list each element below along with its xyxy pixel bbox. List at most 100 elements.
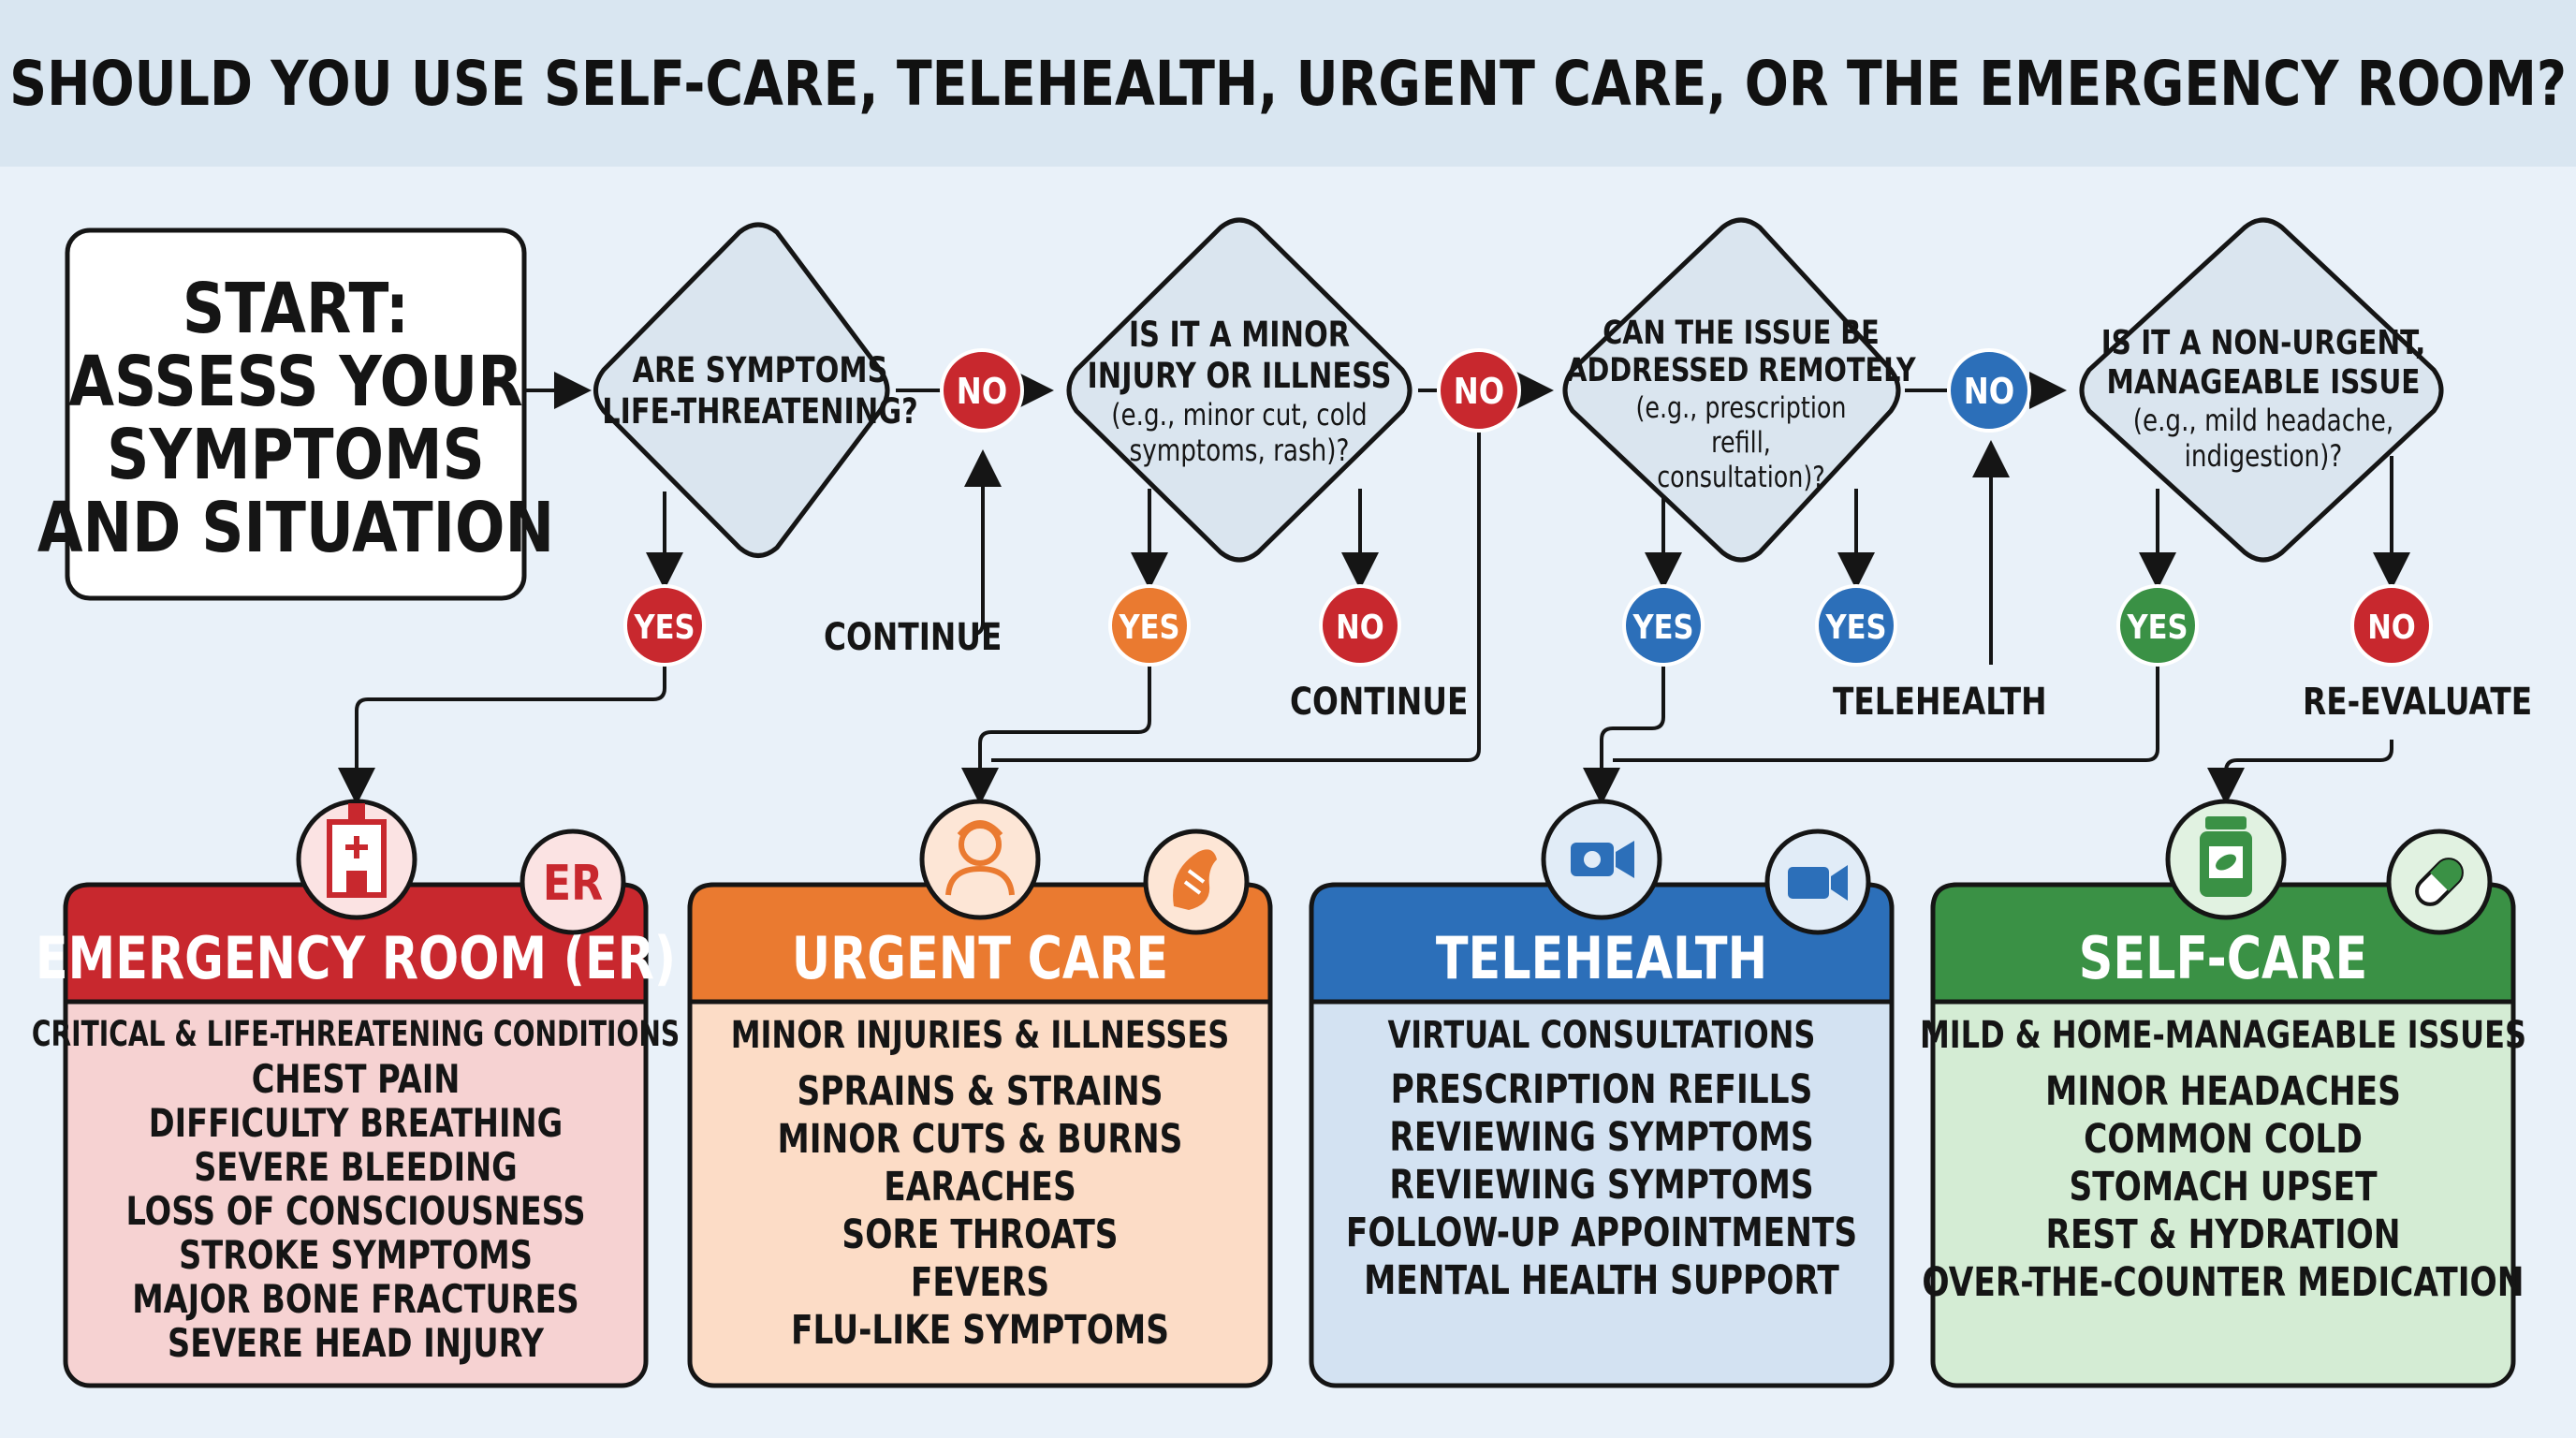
title-bar: SHOULD YOU USE SELF-CARE, TELEHEALTH, UR… [0,0,2576,167]
arrow-yes1-to-er [338,662,666,805]
urgent-item: FEVERS [911,1259,1049,1306]
decision-4-line-4: indigestion)? [2185,438,2343,473]
video-camera-icon [1541,799,1662,920]
svg-text:NO: NO [2367,608,2416,647]
urgent-item: FLU-LIKE SYMPTOMS [791,1307,1169,1354]
start-line-2: ASSESS YOUR [68,342,522,422]
outcome-card-er: EMERGENCY ROOM (ER) CRITICAL & LIFE-THRE… [32,799,680,1388]
nurse-icon [919,799,1041,920]
decision-3-line-5: consultation)? [1657,461,1825,494]
urgent-subheading: MINOR INJURIES & ILLNESSES [731,1012,1230,1056]
decision-2-line-2: INJURY OR ILLNESS [1088,356,1392,396]
start-line-1: START: [183,269,409,349]
er-item: STROKE SYMPTOMS [179,1232,533,1278]
telehealth-heading: TELEHEALTH [1436,925,1767,992]
svg-text:YES: YES [634,608,695,647]
selfcare-heading: SELF-CARE [2079,925,2368,992]
urgent-item: SORE THROATS [842,1211,1118,1258]
no-badge: NO [1319,584,1401,667]
continue-label: CONTINUE [1290,680,1468,724]
er-badge: ER [520,829,626,935]
arrow-reevaluate-to-selfcare [2207,740,2393,805]
svg-text:NO: NO [1454,372,1504,413]
video-camera-icon [1764,829,1871,935]
telehealth-item: PRESCRIPTION REFILLS [1391,1066,1813,1113]
decision-remote: CAN THE ISSUE BE ADDRESSED REMOTELY (e.g… [1562,217,1916,563]
decision-2-line-4: symptoms, rash)? [1130,433,1350,467]
no-badge: NO [1437,348,1521,433]
yes-badge: YES [1622,584,1705,667]
no-badge: NO [1947,348,2031,433]
decision-4-line-1: IS IT A NON-URGENT, [2101,322,2426,362]
outcome-card-telehealth: TELEHEALTH VIRTUAL CONSULTATIONS PRESCRI… [1309,799,1895,1388]
er-heading: EMERGENCY ROOM (ER) [36,925,676,992]
no-badge: NO [940,348,1024,433]
svg-text:YES: YES [1632,608,1694,647]
yes-badge: YES [623,584,706,667]
selfcare-item: OVER-THE-COUNTER MEDICATION [1922,1259,2524,1306]
svg-text:YES: YES [2127,608,2188,647]
decision-4-line-3: (e.g., mild headache, [2133,403,2394,437]
er-item: MAJOR BONE FRACTURES [132,1276,579,1322]
start-line-4: AND SITUATION [37,488,554,568]
arrow-continue-up [964,449,1002,636]
telehealth-item: MENTAL HEALTH SUPPORT [1364,1257,1839,1304]
badges: NO NO NO YES YES NO [623,348,2433,667]
er-item: SEVERE BLEEDING [194,1144,517,1190]
selfcare-item: REST & HYDRATION [2045,1211,2400,1258]
selfcare-item: COMMON COLD [2084,1116,2363,1163]
decision-3-line-4: refill, [1711,426,1771,460]
hospital-icon [296,799,417,920]
bandage-arm-icon [1143,829,1250,935]
arrow-no-line-to-urgent [991,431,1481,762]
outcome-card-self-care: SELF-CARE MILD & HOME-MANAGEABLE ISSUES … [1920,799,2526,1388]
pill-capsule-icon [2386,829,2493,935]
svg-text:YES: YES [1119,608,1180,647]
er-item: DIFFICULTY BREATHING [149,1100,563,1146]
yes-badge: YES [1815,584,1897,667]
arrow-yes2-to-urgent [961,662,1151,805]
telehealth-item: FOLLOW-UP APPOINTMENTS [1346,1210,1857,1256]
urgent-item: EARACHES [884,1164,1076,1211]
urgent-item: MINOR CUTS & BURNS [778,1116,1183,1163]
decision-3-line-3: (e.g., prescription [1635,391,1846,425]
er-item: LOSS OF CONSCIOUSNESS [125,1188,585,1234]
decision-3-line-1: CAN THE ISSUE BE [1603,313,1880,352]
medicine-bottle-icon [2165,799,2287,920]
connectors [338,372,2410,805]
outcome-card-urgent-care: URGENT CARE MINOR INJURIES & ILLNESSES S… [687,799,1273,1388]
decision-minor-injury: IS IT A MINOR INJURY OR ILLNESS (e.g., m… [1066,217,1412,563]
selfcare-subheading: MILD & HOME-MANAGEABLE ISSUES [1920,1012,2526,1056]
svg-text:NO: NO [957,372,1007,413]
start-line-3: SYMPTOMS [107,415,485,495]
yes-badge: YES [1108,584,1191,667]
reevaluate-label: RE-EVALUATE [2303,680,2532,724]
page-title: SHOULD YOU USE SELF-CARE, TELEHEALTH, UR… [9,47,2567,120]
no-badge: NO [2350,584,2433,667]
flow-labels: CONTINUE CONTINUE TELEHEALTH RE-EVALUATE [824,615,2532,724]
svg-text:NO: NO [1964,372,2014,413]
telehealth-label: TELEHEALTH [1833,680,2047,724]
arrow-yes3-to-telehealth [1583,662,1665,805]
decision-2-line-3: (e.g., minor cut, cold [1111,397,1367,432]
start-box: START: ASSESS YOUR SYMPTOMS AND SITUATIO… [37,227,554,601]
er-item: SEVERE HEAD INJURY [168,1320,544,1366]
er-subheading: CRITICAL & LIFE-THREATENING CONDITIONS [32,1013,680,1054]
decision-1-line-2: LIFE-THREATENING? [602,391,917,432]
telehealth-subheading: VIRTUAL CONSULTATIONS [1388,1012,1816,1056]
telehealth-item: REVIEWING SYMPTOMS [1389,1114,1813,1161]
telehealth-item: REVIEWING SYMPTOMS [1389,1162,1813,1209]
urgent-item: SPRAINS & STRAINS [798,1068,1164,1115]
selfcare-item: MINOR HEADACHES [2045,1068,2401,1115]
decision-non-urgent: IS IT A NON-URGENT, MANAGEABLE ISSUE (e.… [2079,217,2444,563]
arrow-yes5-to-telehealth [1613,662,2159,762]
selfcare-item: STOMACH UPSET [2069,1164,2377,1211]
urgent-heading: URGENT CARE [792,925,1168,992]
svg-text:ER: ER [543,856,603,912]
decision-life-threatening: ARE SYMPTOMS LIFE-THREATENING? [593,222,918,558]
svg-text:YES: YES [1825,608,1887,647]
decision-3-line-2: ADDRESSED REMOTELY [1566,350,1916,389]
decision-2-line-1: IS IT A MINOR [1129,315,1350,355]
